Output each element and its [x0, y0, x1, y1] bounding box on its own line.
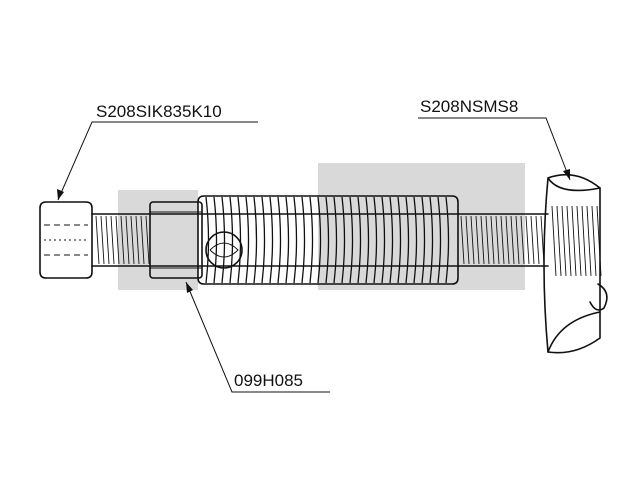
thread-line — [596, 205, 602, 277]
thread-line — [571, 205, 577, 277]
coil-line — [285, 196, 290, 284]
thread-line — [470, 215, 475, 265]
coil-line — [421, 196, 426, 284]
thread-line — [95, 215, 100, 265]
sleeve-part-label: 099H085 — [234, 371, 303, 390]
coil-line — [333, 196, 338, 284]
coil-line — [381, 196, 386, 284]
thread-line — [145, 215, 150, 265]
watermark — [118, 163, 525, 290]
shaft-thread-lines — [95, 215, 545, 265]
thread-line — [556, 205, 562, 277]
sleeve — [149, 201, 203, 279]
coil-line — [237, 196, 242, 284]
screw-shaft — [91, 213, 549, 267]
thread-line — [105, 215, 110, 265]
thread-line — [535, 215, 540, 265]
coil-line — [365, 196, 370, 284]
thread-line — [561, 205, 567, 277]
nut-part-label: S208NSMS8 — [420, 97, 518, 116]
coil-line — [357, 196, 362, 284]
tube-coil-lines — [205, 196, 450, 284]
coil-line — [397, 196, 402, 284]
thread-line — [515, 215, 520, 265]
thread-line — [475, 215, 480, 265]
coil-line — [253, 196, 258, 284]
thread-line — [581, 205, 587, 277]
thread-line — [586, 205, 592, 277]
coil-line — [245, 196, 250, 284]
coil-line — [277, 196, 282, 284]
thread-line — [465, 215, 470, 265]
thread-line — [100, 215, 105, 265]
coil-line — [429, 196, 434, 284]
coil-line — [261, 196, 266, 284]
thread-line — [525, 215, 530, 265]
screw-head — [39, 201, 93, 279]
thread-line — [115, 215, 120, 265]
coil-line — [325, 196, 330, 284]
thread-line — [110, 215, 115, 265]
coil-line — [413, 196, 418, 284]
thread-line — [576, 205, 582, 277]
thread-line — [120, 215, 125, 265]
coil-line — [229, 196, 234, 284]
thread-line — [125, 215, 130, 265]
thread-line — [485, 215, 490, 265]
thread-line — [480, 215, 485, 265]
thread-line — [591, 205, 597, 277]
nut — [543, 173, 608, 354]
coil-line — [317, 196, 322, 284]
coil-line — [349, 196, 354, 284]
thread-line — [566, 205, 572, 277]
coil-line — [221, 196, 226, 284]
coil-line — [389, 196, 394, 284]
coil-line — [341, 196, 346, 284]
thread-line — [490, 215, 495, 265]
nut-thread-lines — [551, 205, 602, 277]
screw-part-label: S208SIK835K10 — [96, 102, 222, 121]
thread-line — [510, 215, 515, 265]
coil-line — [445, 196, 450, 284]
thread-line — [140, 215, 145, 265]
coil-line — [437, 196, 442, 284]
thread-line — [500, 215, 505, 265]
thread-line — [551, 205, 557, 277]
coil-line — [293, 196, 298, 284]
leader-lines — [57, 117, 571, 393]
thread-line — [530, 215, 535, 265]
thread-line — [495, 215, 500, 265]
coil-line — [269, 196, 274, 284]
thread-line — [520, 215, 525, 265]
thread-line — [130, 215, 135, 265]
threaded-tube — [197, 195, 459, 285]
thread-line — [135, 215, 140, 265]
coil-line — [309, 196, 314, 284]
coil-line — [373, 196, 378, 284]
coil-line — [213, 196, 218, 284]
coil-line — [301, 196, 306, 284]
thread-line — [505, 215, 510, 265]
thread-line — [460, 215, 465, 265]
coil-line — [405, 196, 410, 284]
